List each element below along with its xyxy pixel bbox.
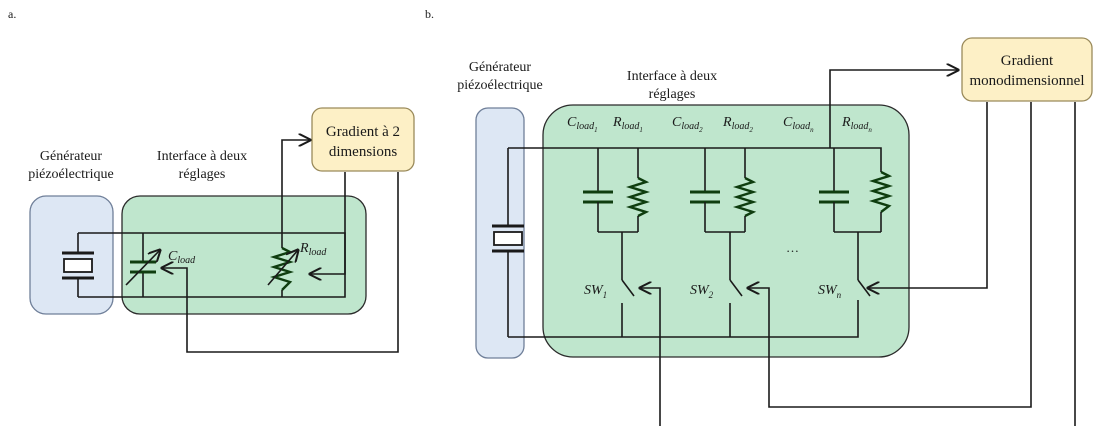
panel-b-branch-1 bbox=[583, 148, 651, 337]
panel-b-gradient-box bbox=[961, 37, 1093, 102]
panel-a-c-load-label: Cload bbox=[168, 249, 196, 266]
panel-b-control-lines bbox=[640, 70, 1076, 426]
panel-a-generator-box bbox=[29, 195, 114, 315]
panel-a-variable-capacitor bbox=[125, 250, 160, 286]
r-load-n-label: Rloadn bbox=[841, 115, 872, 134]
panel-a-generator-label-2: piézoélectrique bbox=[28, 167, 114, 182]
panel-b-interface-label-1: Interface à deux bbox=[627, 69, 717, 84]
sw-1-label: SW1 bbox=[584, 283, 607, 300]
panel-b-gradient-label-1: Gradient bbox=[1001, 53, 1054, 69]
panel-b-generator-label-2: piézoélectrique bbox=[457, 78, 543, 93]
panel-b-gradient-label-2: monodimensionnel bbox=[970, 73, 1085, 89]
panel-a-control-lines bbox=[162, 140, 399, 353]
panel-b-branch-2 bbox=[690, 148, 758, 337]
panel-b-generator-label-1: Générateur bbox=[469, 60, 532, 75]
panel-b-piezo-symbol bbox=[492, 148, 524, 337]
panel-a-piezo-symbol bbox=[62, 233, 94, 297]
panel-b-branch-n bbox=[819, 148, 894, 297]
panel-a-tag: a. bbox=[8, 7, 16, 21]
panel-a-gradient-box bbox=[311, 107, 415, 172]
panel-a-gradient-label-2: dimensions bbox=[329, 144, 397, 160]
panel-b-component-labels: Cload1 Rload1 Cload2 Rload2 Cloadn Rload… bbox=[567, 115, 872, 134]
panel-b-tag: b. bbox=[425, 7, 434, 21]
c-load-n-label: Cloadn bbox=[783, 115, 814, 134]
r-load-2-label: Rload2 bbox=[722, 115, 753, 134]
panel-a-r-load-label: Rload bbox=[299, 241, 327, 258]
r-load-1-label: Rload1 bbox=[612, 115, 643, 134]
panel-b-interface-box bbox=[542, 104, 910, 358]
panel-a-variable-resistor bbox=[267, 246, 298, 291]
panel-a-interface-label-2: réglages bbox=[179, 167, 226, 182]
c-load-1-label: Cload1 bbox=[567, 115, 598, 134]
panel-b-bus-wires bbox=[508, 147, 882, 338]
panel-b-interface-label-2: réglages bbox=[649, 87, 696, 102]
panel-a-interface-box bbox=[121, 195, 367, 315]
panel-b: b. Générateur piézoélectrique Interface … bbox=[425, 7, 1093, 426]
panel-a-gradient-label-1: Gradient à 2 bbox=[326, 124, 400, 140]
sw-2-label: SW2 bbox=[690, 283, 714, 300]
sw-n-label: SWn bbox=[818, 283, 842, 300]
c-load-2-label: Cload2 bbox=[672, 115, 703, 134]
panel-a-generator-label-1: Générateur bbox=[40, 149, 103, 164]
panel-a-interface-label-1: Interface à deux bbox=[157, 149, 247, 164]
panel-a: a. Générateur piézoélectrique Interface … bbox=[8, 7, 415, 353]
panel-b-ellipsis: … bbox=[786, 240, 799, 255]
